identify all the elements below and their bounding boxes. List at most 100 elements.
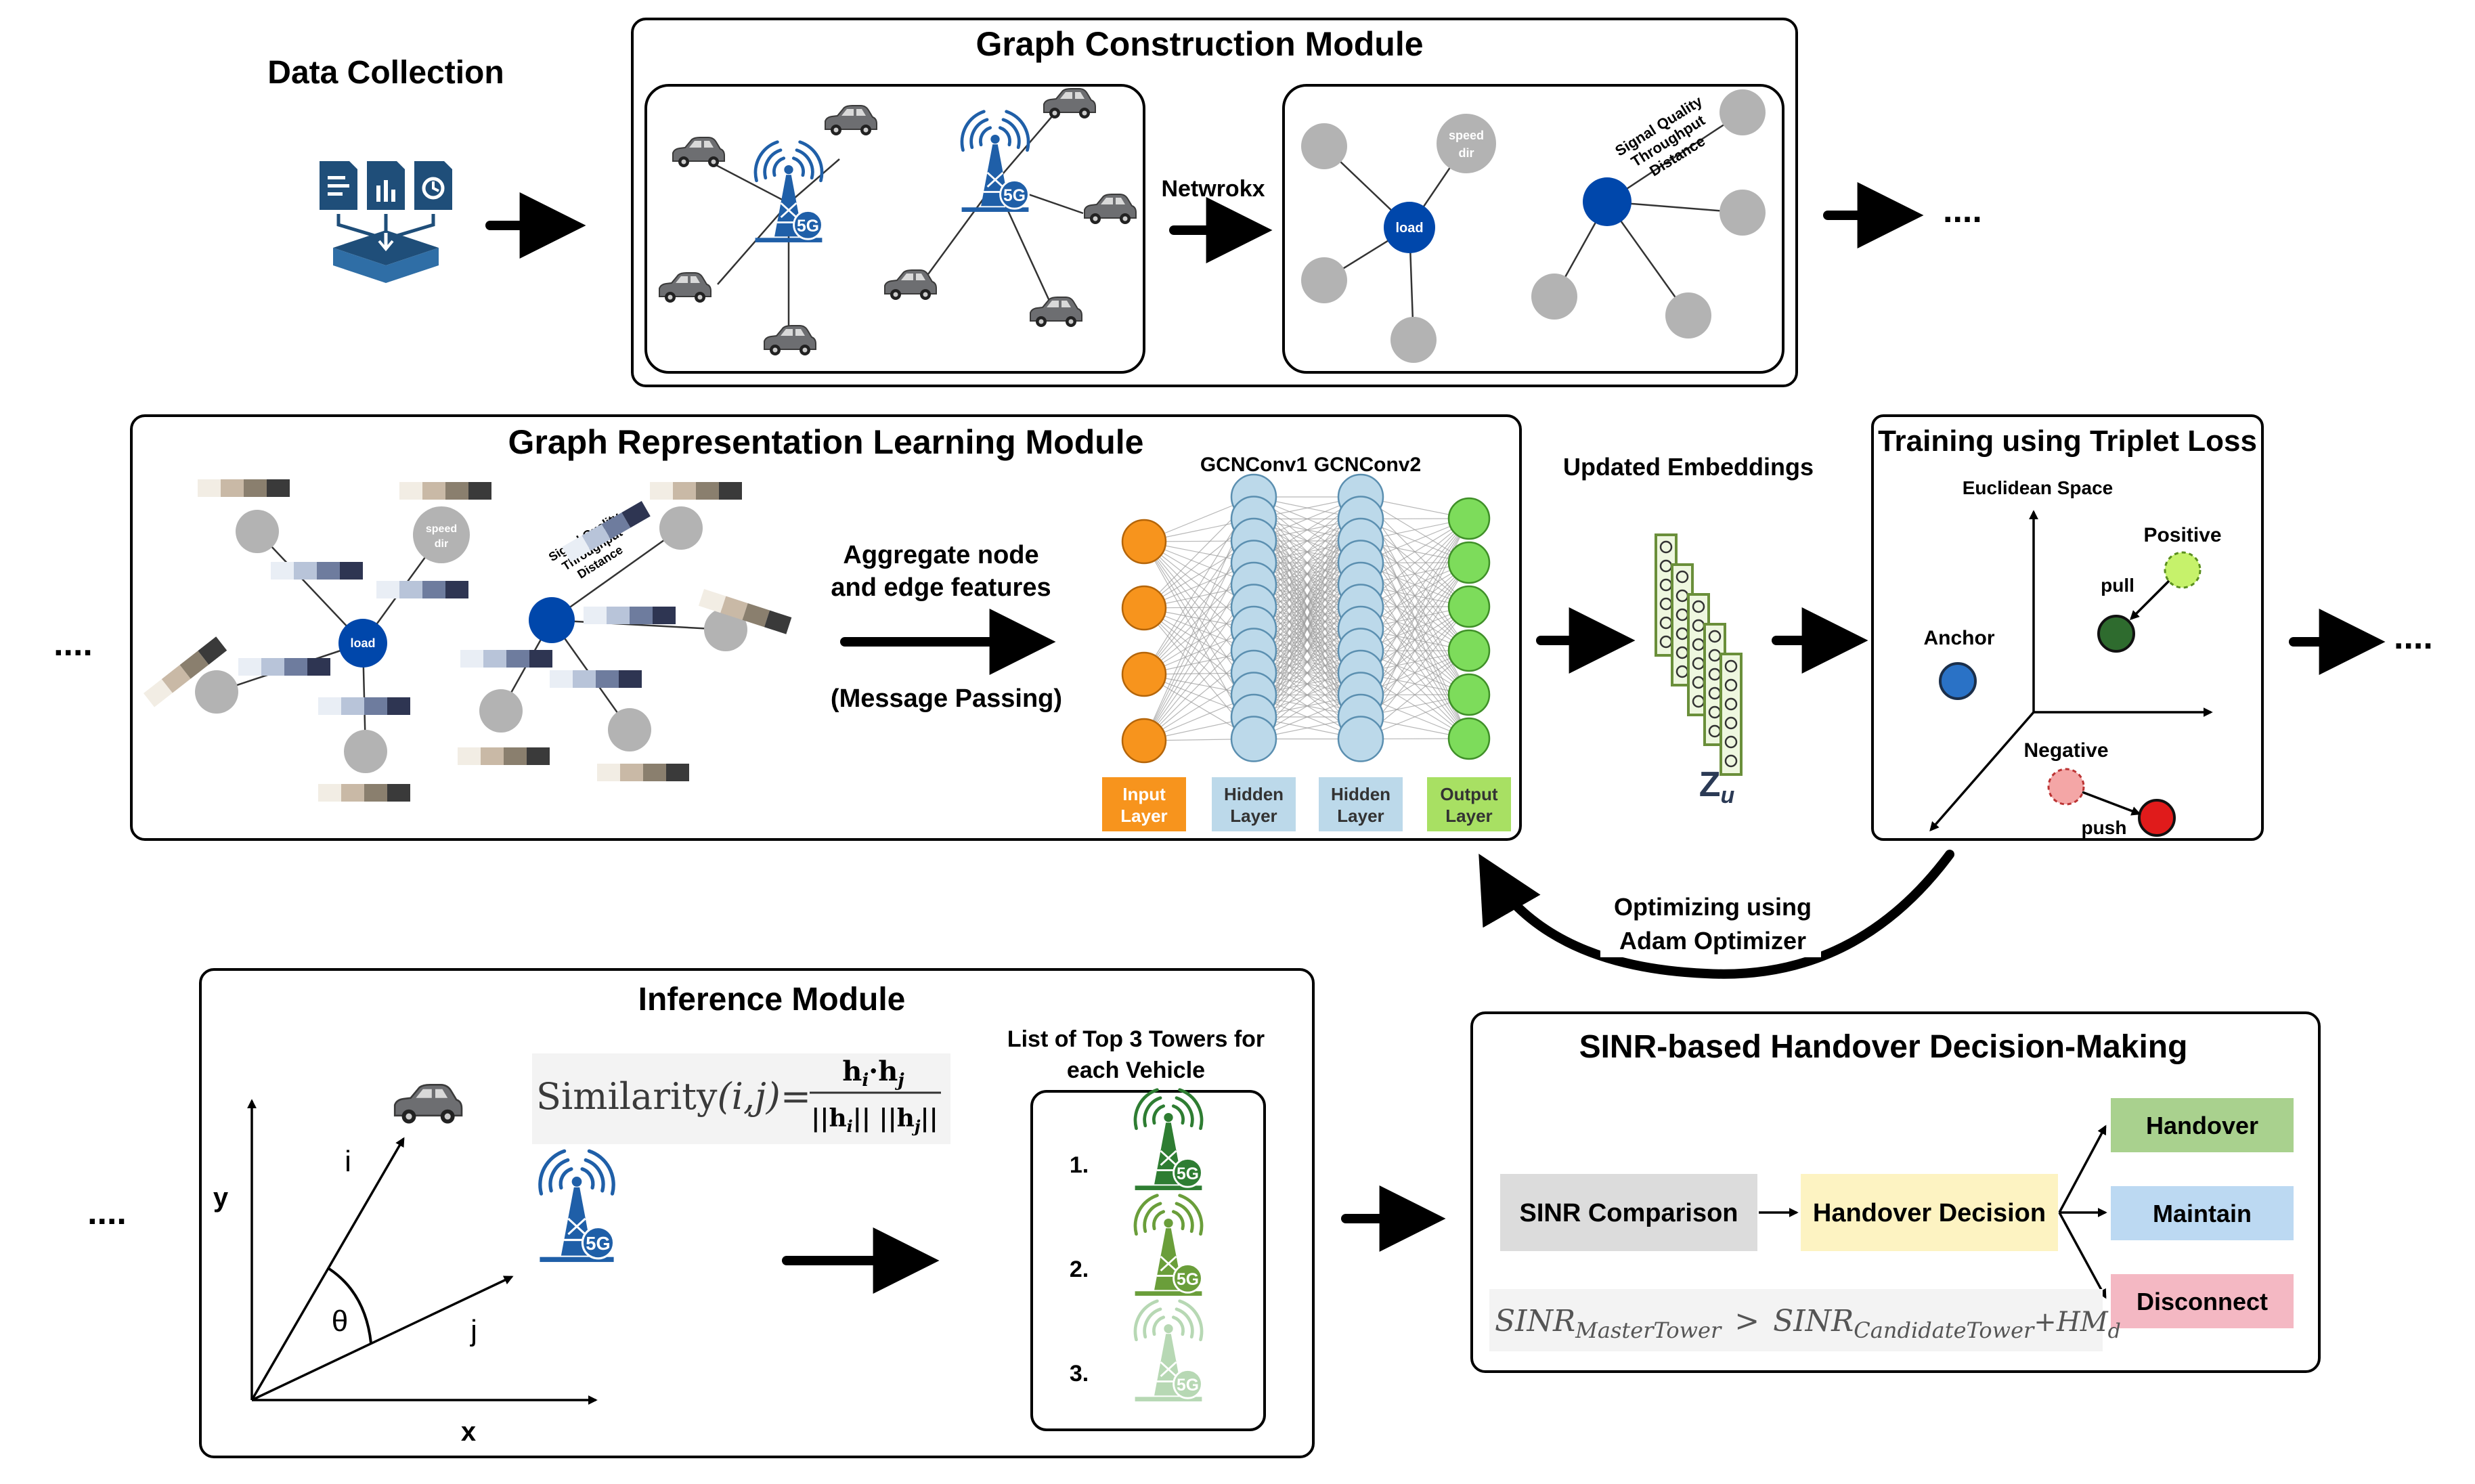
graph-node (1720, 89, 1766, 135)
x-axis-label: x (461, 1417, 476, 1447)
svg-text:5G: 5G (1177, 1271, 1199, 1289)
load-node (1384, 202, 1435, 253)
outcome-maintain-label: Maintain (2153, 1200, 2252, 1227)
svg-text:5G: 5G (1177, 1165, 1199, 1183)
gcn-neuron (1121, 718, 1167, 764)
graph-node (1531, 274, 1577, 320)
gcn-layer-label: Output (1440, 784, 1498, 804)
handover-decision-label: Handover Decision (1813, 1199, 2046, 1227)
vector-j (251, 1275, 514, 1401)
node-dir-label: dir (435, 538, 448, 550)
graph-node (1301, 123, 1347, 169)
5g-tower-icon: 5G (1133, 1088, 1204, 1190)
vector-j-label: j (469, 1314, 477, 1347)
gcn-layer-label: Layer (1445, 806, 1492, 826)
gcn-layer-label-box (1427, 777, 1511, 831)
graph-node (1720, 190, 1766, 236)
speed-dir-node (1437, 114, 1496, 173)
anchor-label: Anchor (1924, 627, 1995, 649)
graph-node (1665, 292, 1711, 339)
gcnconv2-label: GCNConv2 (1314, 454, 1421, 476)
node-load-label: load (350, 636, 375, 650)
gcn-neuron (1447, 673, 1491, 716)
feature-swatch (271, 562, 363, 580)
abstract-graph-panel (1282, 84, 1784, 374)
rank-3: 3. (1070, 1361, 1089, 1387)
graph-construction-module: Graph Construction Module 5G 5G Netwrokx (631, 18, 1982, 387)
positive-pulled-point (2097, 615, 2135, 653)
gcn-neuron (1447, 585, 1491, 628)
gcn-neuron (1121, 651, 1167, 697)
gcn-layer-label-box (1319, 777, 1403, 831)
5g-tower-icon: 5G (1133, 1299, 1204, 1401)
5g-tower-icon: 5G (1133, 1194, 1204, 1296)
embedding-symbol: Zu (1699, 765, 1735, 808)
outcome-disconnect (2111, 1274, 2294, 1328)
optimizer-label-bg (1600, 887, 1821, 957)
feature-swatch (376, 581, 468, 598)
triplet-frame (1871, 414, 2264, 841)
grl-title: Graph Representation Learning Module (508, 423, 1144, 461)
similarity-text: Similarity(i,j)= (536, 1075, 811, 1118)
rank-1: 1. (1070, 1152, 1089, 1178)
gcn-layer-label: Input (1122, 784, 1166, 804)
optimizer-feedback: Optimizing using Adam Optimizer (1479, 850, 1954, 979)
axis-depth (1929, 711, 2035, 832)
gcn-layer-label: Layer (1120, 806, 1167, 826)
top3-list (1030, 1090, 1266, 1431)
feature-swatch (458, 747, 550, 765)
tower-node (529, 597, 575, 643)
optimizer-label-line1: Optimizing using (1614, 893, 1812, 921)
graph-node (704, 608, 747, 651)
gcn-neuron (1337, 716, 1384, 762)
graph-node (608, 708, 651, 751)
tower-node (1583, 177, 1631, 226)
negative-pushed-point (2138, 799, 2176, 837)
top3-title-line1: List of Top 3 Towers for (1007, 1026, 1265, 1052)
gcn-layer-label: Layer (1337, 806, 1384, 826)
speed-dir-node (413, 506, 470, 563)
graph-node (344, 730, 387, 773)
angle-label: θ (332, 1305, 348, 1338)
node-speed-label: speed (1449, 129, 1484, 142)
feature-swatch (318, 784, 410, 802)
positive-label: Positive (2143, 524, 2221, 546)
vector-i (250, 1137, 405, 1401)
raw-network-panel (644, 84, 1145, 374)
anchor-point (1939, 662, 1977, 700)
feature-swatch (562, 501, 651, 563)
graph-node (1390, 317, 1437, 363)
sinr-formula: SINRMasterTower>SINRCandidateTower+HMd (1495, 1304, 2121, 1343)
graph-node (1301, 257, 1347, 303)
feature-swatch (698, 589, 792, 634)
gcn-layer-label-box (1212, 777, 1296, 831)
formula-numerator: hi·hj (842, 1055, 904, 1091)
gcn-neuron (1121, 519, 1167, 565)
embedding-vectors (1655, 533, 1743, 776)
ellipsis: .... (1943, 191, 1982, 230)
gcn-neuron (1230, 716, 1277, 762)
data-collection-section: Data Collection (267, 55, 586, 283)
sinr-comparison-label: SINR Comparison (1519, 1199, 1738, 1227)
outcome-disconnect-label: Disconnect (2137, 1288, 2268, 1315)
gcn-neuron (1447, 717, 1491, 760)
sinr-title: SINR-based Handover Decision-Making (1579, 1029, 2188, 1065)
triplet-title: Training using Triplet Loss (1878, 424, 2257, 458)
updated-embeddings: Updated Embeddings Zu (1536, 453, 1868, 808)
formula-denominator: ||hi|| ||hj|| (811, 1104, 938, 1136)
feature-swatch (584, 607, 676, 624)
grl-frame (130, 414, 1522, 841)
angle-arc (328, 1267, 372, 1344)
feature-swatch (144, 636, 227, 707)
sinr-formula-bg (1489, 1289, 2103, 1351)
triplet-loss-module: Training using Triplet Loss Euclidean Sp… (1871, 414, 2433, 841)
feature-swatch (238, 658, 330, 676)
sinr-handover-module: SINR-based Handover Decision-Making SINR… (1470, 1011, 2321, 1373)
gcn-layer-label: Hidden (1331, 784, 1390, 804)
arrow-to-handover (2058, 1125, 2107, 1213)
raw-network-graph: 5G 5G (659, 88, 1137, 356)
outcome-handover-label: Handover (2146, 1112, 2258, 1139)
svg-text:5G: 5G (586, 1233, 610, 1254)
graph-node (236, 510, 279, 553)
rank-2: 2. (1070, 1257, 1089, 1282)
